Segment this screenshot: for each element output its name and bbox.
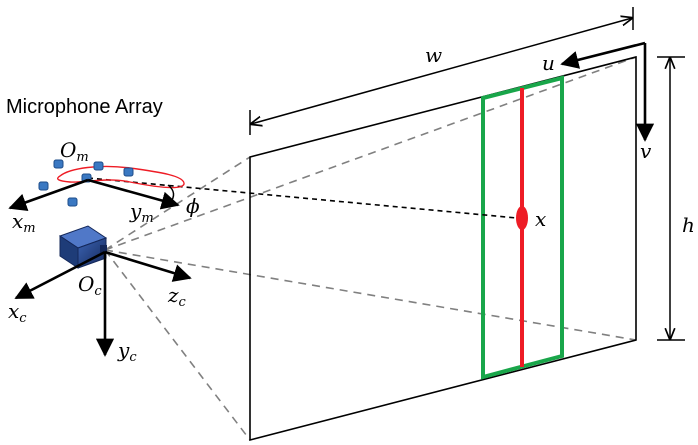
xc-axis	[14, 250, 106, 300]
xc-label: xc	[8, 299, 27, 326]
projection-lines	[104, 56, 637, 441]
projection-line-bottom-left	[104, 249, 251, 441]
w-dimension-arrow	[251, 18, 632, 124]
u-axis	[560, 41, 646, 69]
microphone-array-title: Microphone Array	[6, 96, 163, 118]
projection-line-bottom-right	[104, 249, 637, 341]
image-plane	[249, 55, 637, 442]
microphone-1	[53, 159, 64, 169]
om-label: Om	[60, 138, 89, 165]
microphone-3	[123, 167, 134, 177]
projection-line-top-right	[104, 56, 637, 251]
microphone-6	[67, 197, 78, 207]
camera-icon	[58, 225, 108, 269]
v-label: v	[640, 139, 652, 163]
xm-axis	[8, 178, 89, 212]
microphone-5	[38, 181, 49, 191]
zc-label: zc	[167, 283, 187, 310]
phi-angle-arc	[167, 184, 175, 204]
yc-label: yc	[117, 338, 137, 365]
zc-axis	[104, 250, 192, 282]
microphone-2	[93, 161, 104, 171]
phi-label: ϕ	[186, 194, 200, 218]
xm-label: xm	[12, 209, 36, 236]
h-label: h	[682, 213, 695, 237]
u-label: u	[542, 51, 555, 75]
ym-axis	[87, 178, 180, 210]
ym-label: ym	[129, 199, 154, 226]
sound-source-point	[516, 206, 528, 230]
oc-label: Oc	[78, 272, 102, 299]
point-x-label: x	[535, 207, 546, 231]
w-label: w	[425, 43, 442, 67]
